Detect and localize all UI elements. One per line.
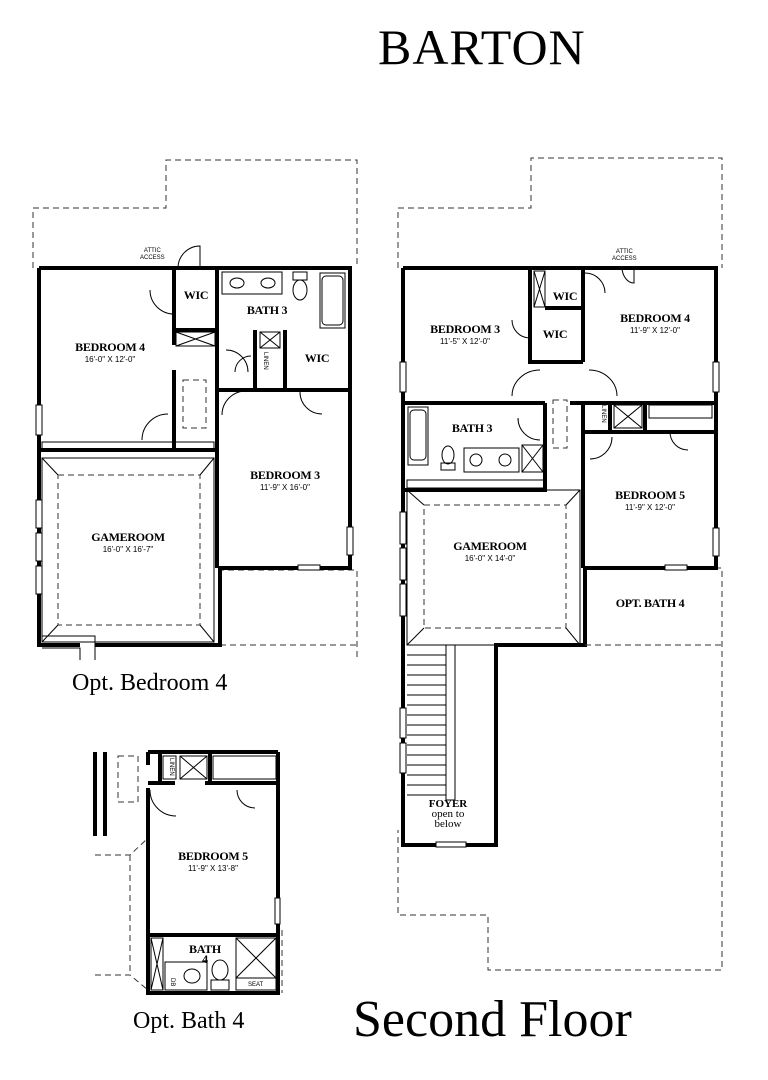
attic-label-line1: ATTIC [615, 249, 633, 255]
room-gameroom-main: GAMEROOM 16'-0" X 14'-0" [440, 539, 540, 563]
opt-bedroom4-plan [32, 159, 358, 660]
room-bath4-opt: BATH 4 [180, 942, 230, 966]
room-name: GAMEROOM [91, 530, 165, 544]
room-bedroom4-main: BEDROOM 4 11'-9" X 12'-0" [605, 311, 705, 335]
room-bedroom3-left: BEDROOM 3 11'-9" X 16'-0" [235, 468, 335, 492]
attic-access-label-left: ATTIC ACCESS [140, 248, 165, 262]
room-bedroom5-main: BEDROOM 5 11'-9" X 12'-0" [600, 488, 700, 512]
room-bedroom3-main: BEDROOM 3 11'-5" X 12'-0" [420, 322, 510, 346]
room-bedroom4-left: BEDROOM 4 16'-0" X 12'-0" [60, 340, 160, 364]
room-name: BEDROOM 5 [615, 488, 685, 502]
foyer-line1: FOYER [428, 798, 468, 810]
room-name: BEDROOM 3 [430, 322, 500, 336]
room-wic-left-2: WIC [304, 351, 330, 365]
room-dim: 11'-9" X 12'-0" [630, 326, 680, 335]
opt-bath4-plan [93, 750, 283, 995]
room-dim: 11'-9" X 16'-0" [260, 483, 310, 492]
room-gameroom-left: GAMEROOM 16'-0" X 16'-7" [78, 530, 178, 554]
seat-label: SEAT [248, 982, 264, 988]
foyer-label: FOYER open to below [418, 798, 478, 830]
plan-title: BARTON [378, 19, 586, 75]
room-bath3-left: BATH 3 [246, 303, 288, 317]
room-name: BATH [189, 942, 221, 956]
opt-bath4-caption: Opt. Bath 4 [133, 1008, 245, 1034]
room-dim: 11'-5" X 12'-0" [440, 337, 490, 346]
room-bath3-main: BATH 3 [451, 421, 493, 435]
opt-bedroom4-caption: Opt. Bedroom 4 [72, 670, 228, 696]
room-name: BEDROOM 3 [250, 468, 320, 482]
room-wic-main-2: WIC [542, 327, 568, 341]
room-wic-main-1: WIC [552, 289, 578, 303]
room-dim: 11'-9" X 13'-8" [188, 864, 238, 873]
room-opt-bath4-main: OPT. BATH 4 [615, 596, 685, 610]
foyer-line3: below [434, 818, 462, 830]
attic-access-label-right: ATTIC ACCESS [612, 249, 637, 263]
room-dim: 11'-9" X 12'-0" [625, 503, 675, 512]
room-name: BEDROOM 5 [178, 849, 248, 863]
linen-label-opt: LINEN [168, 758, 174, 776]
floor-label: Second Floor [353, 991, 632, 1048]
room-number: 4 [202, 952, 208, 966]
room-name: BEDROOM 4 [75, 340, 145, 354]
linen-label-main: LINEN [600, 405, 606, 423]
room-name: BEDROOM 4 [620, 311, 690, 325]
attic-label-line1: ATTIC [143, 248, 161, 254]
room-wic-left-1: WIC [183, 288, 209, 302]
db-label: DB [169, 978, 175, 987]
room-name: GAMEROOM [453, 539, 527, 553]
linen-label-left: LINEN [262, 352, 268, 370]
room-dim: 16'-0" X 14'-0" [464, 554, 516, 563]
foyer-line2: open to [431, 808, 465, 820]
main-plan [397, 157, 723, 971]
room-dim: 16'-0" X 12'-0" [84, 355, 136, 364]
room-dim: 16'-0" X 16'-7" [102, 545, 154, 554]
room-bedroom5-opt: BEDROOM 5 11'-9" X 13'-8" [163, 849, 263, 873]
attic-label-line2: ACCESS [140, 255, 165, 261]
attic-label-line2: ACCESS [612, 256, 637, 262]
